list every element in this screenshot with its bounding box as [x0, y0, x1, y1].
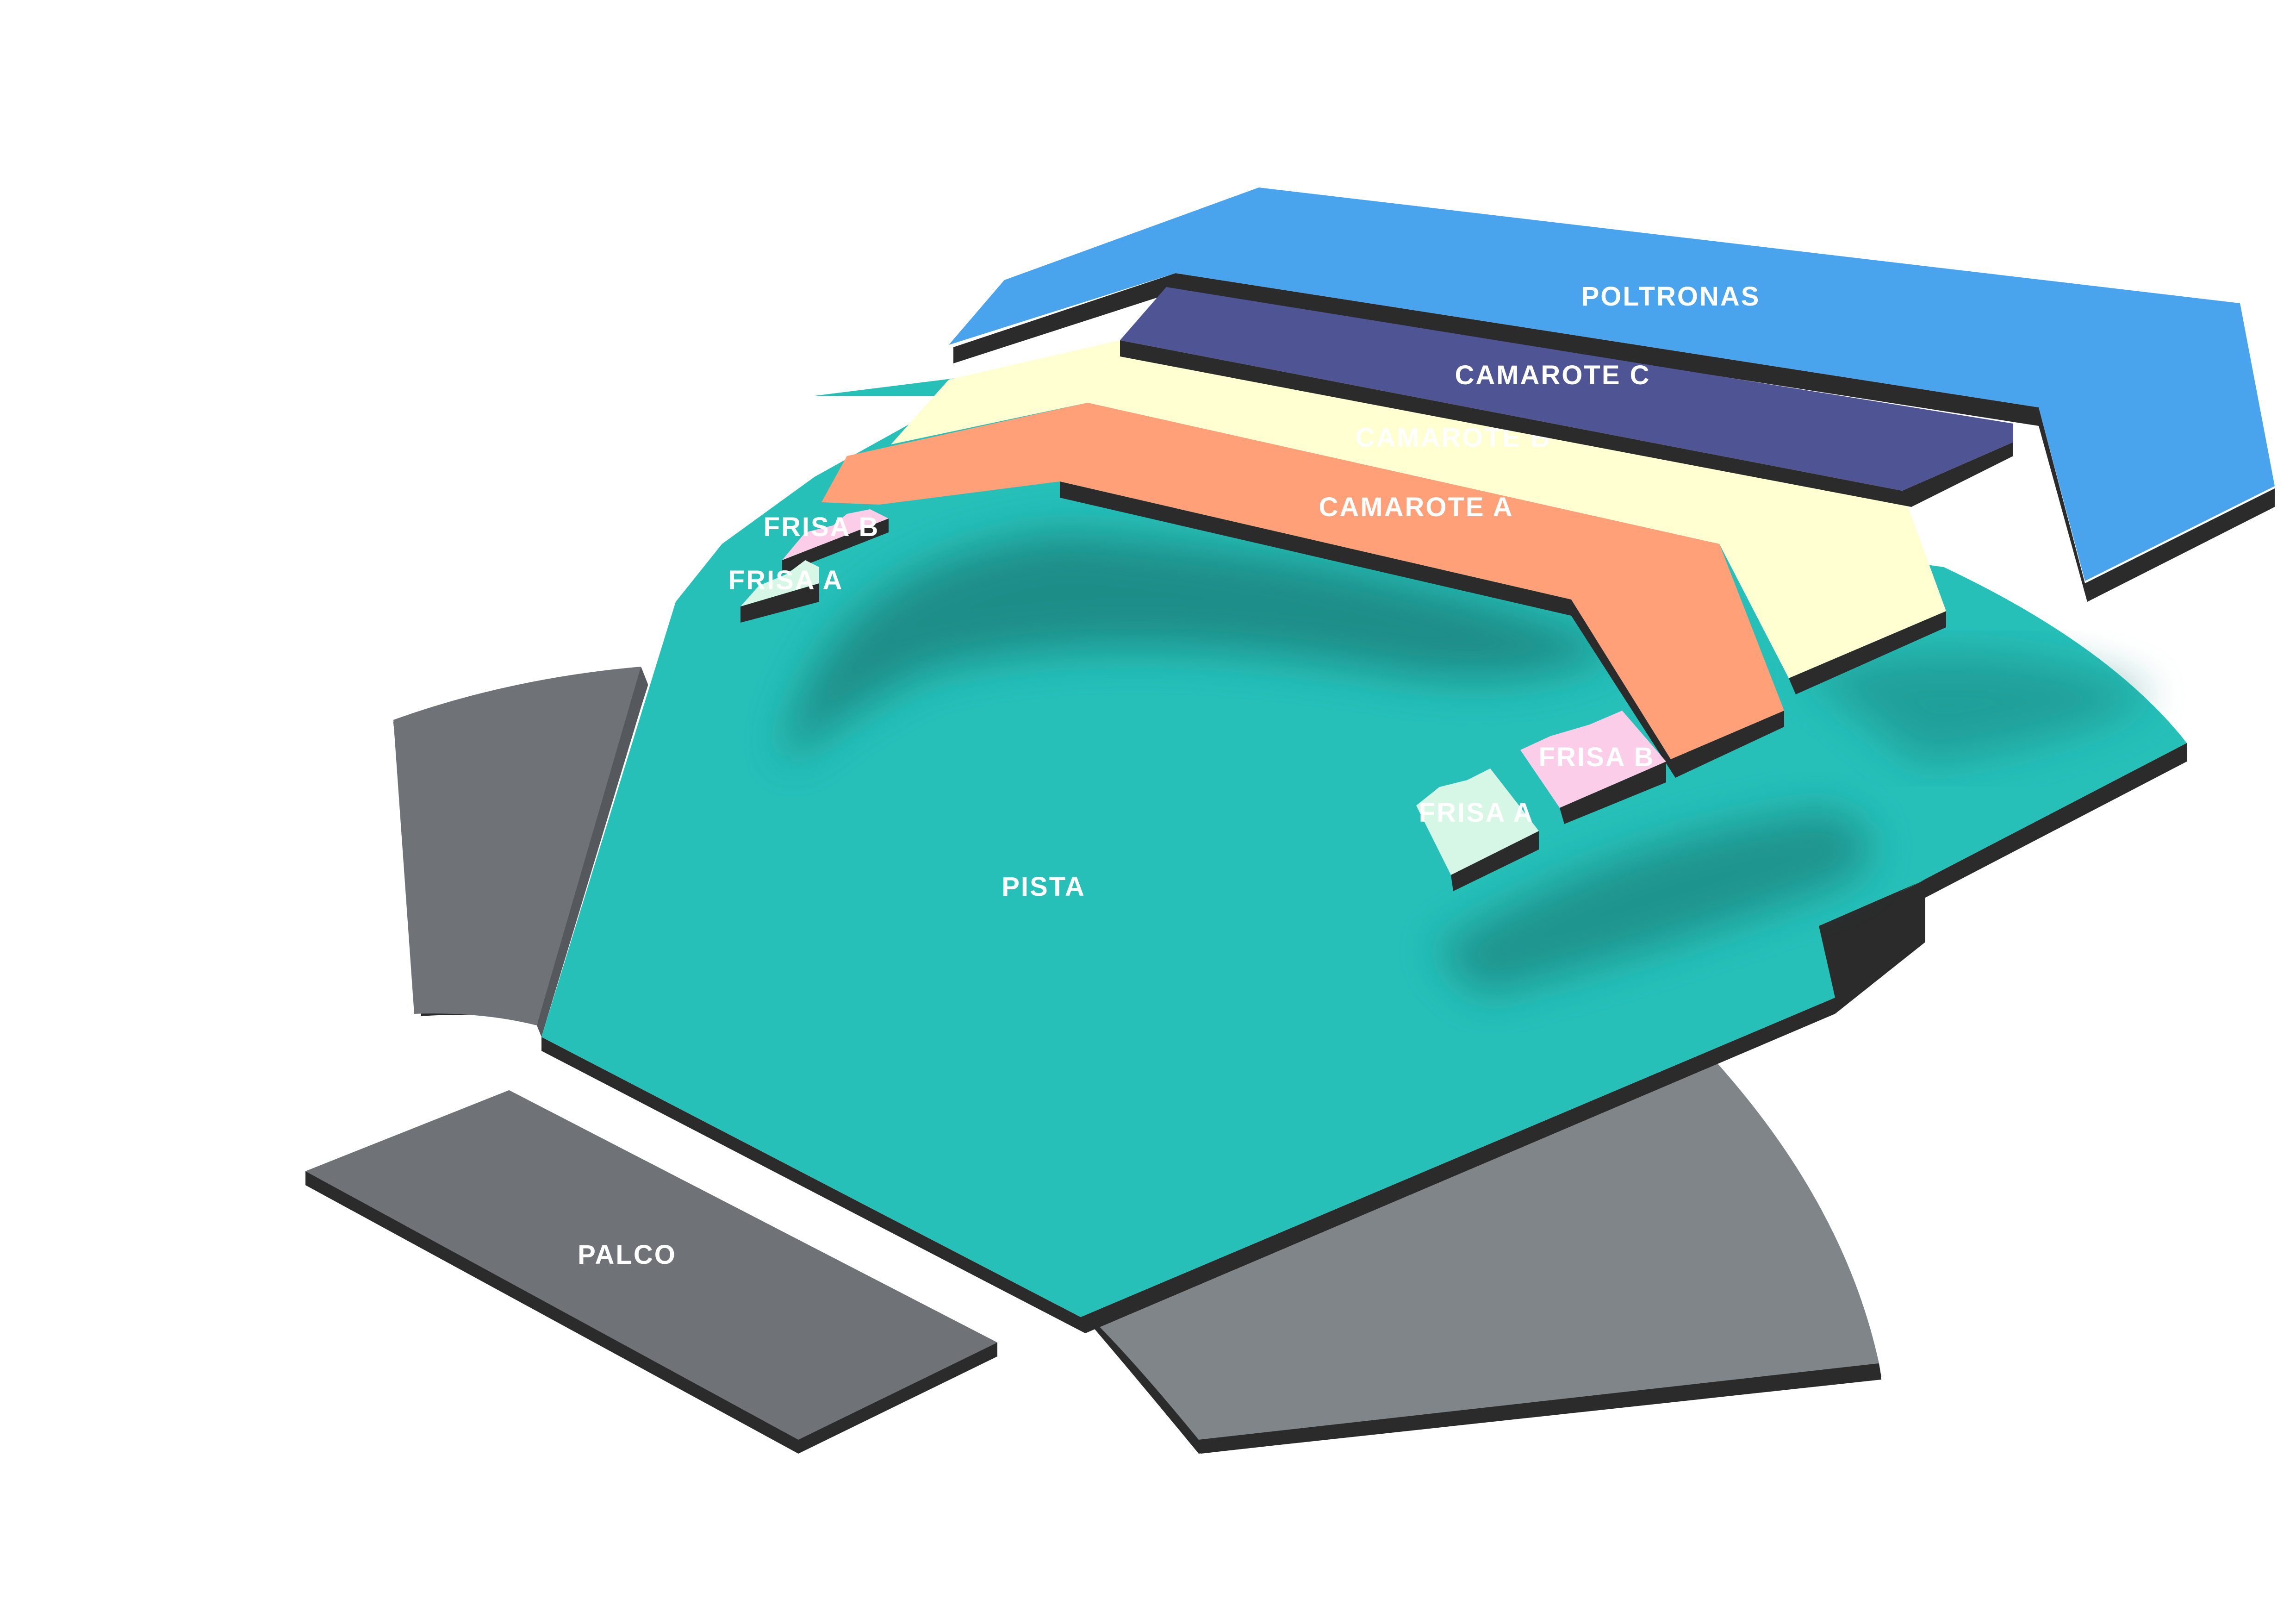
camarote-c-zone[interactable]: CAMAROTE C: [1120, 287, 2013, 507]
camarote-a-label: CAMAROTE A: [1319, 492, 1514, 522]
frisa-a-right-surface[interactable]: [1416, 768, 1539, 875]
frisa-a-left-surface[interactable]: [740, 560, 819, 606]
palco-surface[interactable]: [305, 1090, 997, 1440]
pista-label: PISTA: [1002, 872, 1086, 902]
poltronas-zone[interactable]: POLTRONAS: [949, 187, 2275, 602]
frisa-b-left-zone[interactable]: FRISA B: [764, 509, 889, 574]
camarote-c-label: CAMAROTE C: [1455, 360, 1650, 390]
poltronas-label: POLTRONAS: [1581, 281, 1761, 312]
side-block-right: [1092, 1058, 1881, 1454]
palco-label: PALCO: [578, 1240, 677, 1270]
side-block-left: [393, 667, 648, 1037]
camarote-a-surface[interactable]: [821, 403, 1784, 759]
floor-shadow: [787, 532, 1620, 764]
floor-shadow-right: [1435, 810, 1870, 995]
frisa-a-right-zone[interactable]: FRISA A: [1416, 768, 1539, 891]
frisa-b-left-surface[interactable]: [782, 509, 889, 560]
poltronas-surface[interactable]: [949, 187, 2275, 581]
camarote-c-surface[interactable]: [1120, 287, 2013, 491]
frisa-b-left-label: FRISA B: [764, 512, 880, 542]
floor-shadow-far: [1805, 653, 2152, 764]
camarote-a-zone[interactable]: CAMAROTE A: [821, 403, 1784, 778]
frisa-b-right-zone[interactable]: FRISA B: [1520, 711, 1666, 824]
frisa-a-left-label: FRISA A: [728, 565, 844, 595]
frisa-a-right-label: FRISA A: [1419, 798, 1534, 828]
frisa-b-right-surface[interactable]: [1520, 711, 1666, 808]
frisa-b-right-label: FRISA B: [1539, 742, 1655, 772]
frisa-a-left-zone[interactable]: FRISA A: [728, 560, 844, 623]
palco-zone[interactable]: PALCO: [305, 1090, 997, 1454]
